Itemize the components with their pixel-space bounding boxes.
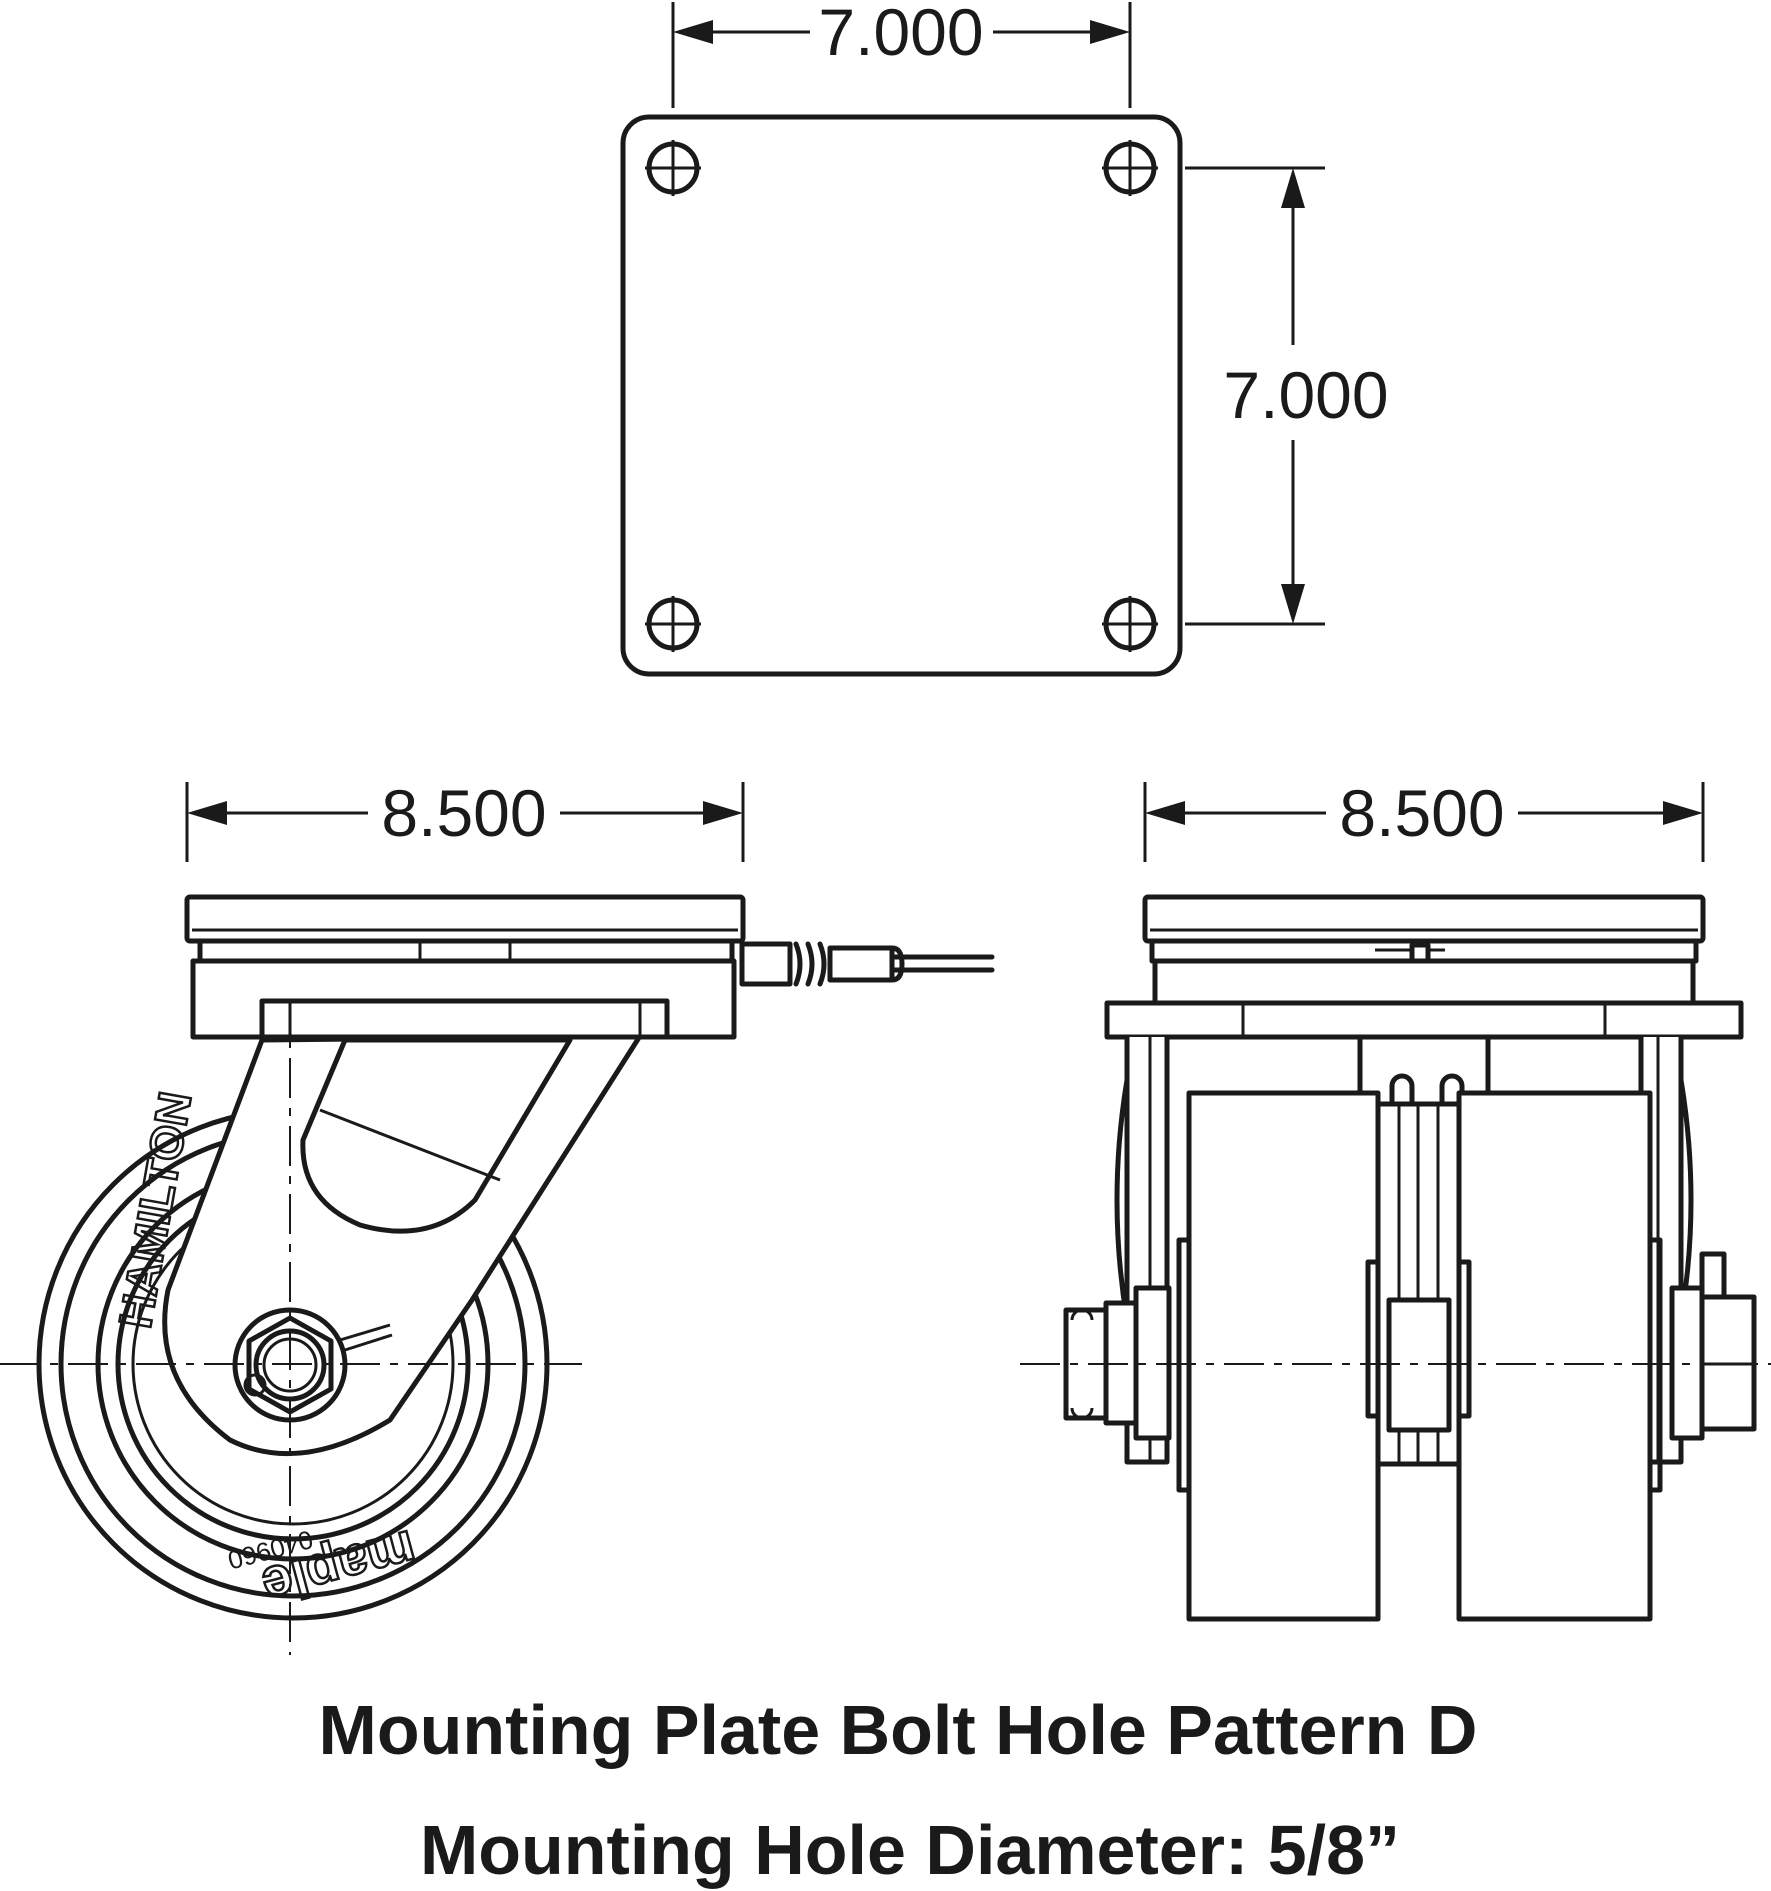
caption-line-1: Mounting Plate Bolt Hole Pattern D (319, 1691, 1478, 1769)
top-plate-side (184, 894, 746, 944)
caster-side-view: HAMILTON maple 040960 (0, 894, 995, 1655)
bolt-hole-bottom-right (1102, 596, 1158, 652)
mounting-plate-top-view (620, 114, 1183, 677)
plate-height-dimension: 7.000 (1185, 166, 1389, 626)
plate-width-dimension: 7.000 (671, 0, 1132, 108)
center-block (1357, 1034, 1491, 1107)
front-width-dimension: 8.500 (1143, 776, 1705, 862)
bolt-hole-top-left (645, 140, 701, 196)
front-width-label: 8.500 (1339, 776, 1504, 850)
side-width-dimension: 8.500 (185, 776, 745, 862)
bolt-hole-top-right (1102, 140, 1158, 196)
caster-front-view (1020, 894, 1771, 1622)
plate-width-label: 7.000 (818, 0, 983, 69)
fork-cutout (300, 1037, 573, 1234)
bolt-hole-bottom-left (645, 596, 701, 652)
caption-line-2: Mounting Hole Diameter: 5/8” (420, 1811, 1400, 1889)
swivel-head-front (1152, 958, 1696, 1006)
wheel-right-front (1456, 1090, 1653, 1622)
swivel-lock-pin (739, 941, 995, 987)
wheel-left-front (1186, 1090, 1381, 1622)
top-plate-front (1142, 894, 1706, 944)
side-width-label: 8.500 (381, 776, 546, 850)
plate-height-label: 7.000 (1223, 358, 1388, 432)
